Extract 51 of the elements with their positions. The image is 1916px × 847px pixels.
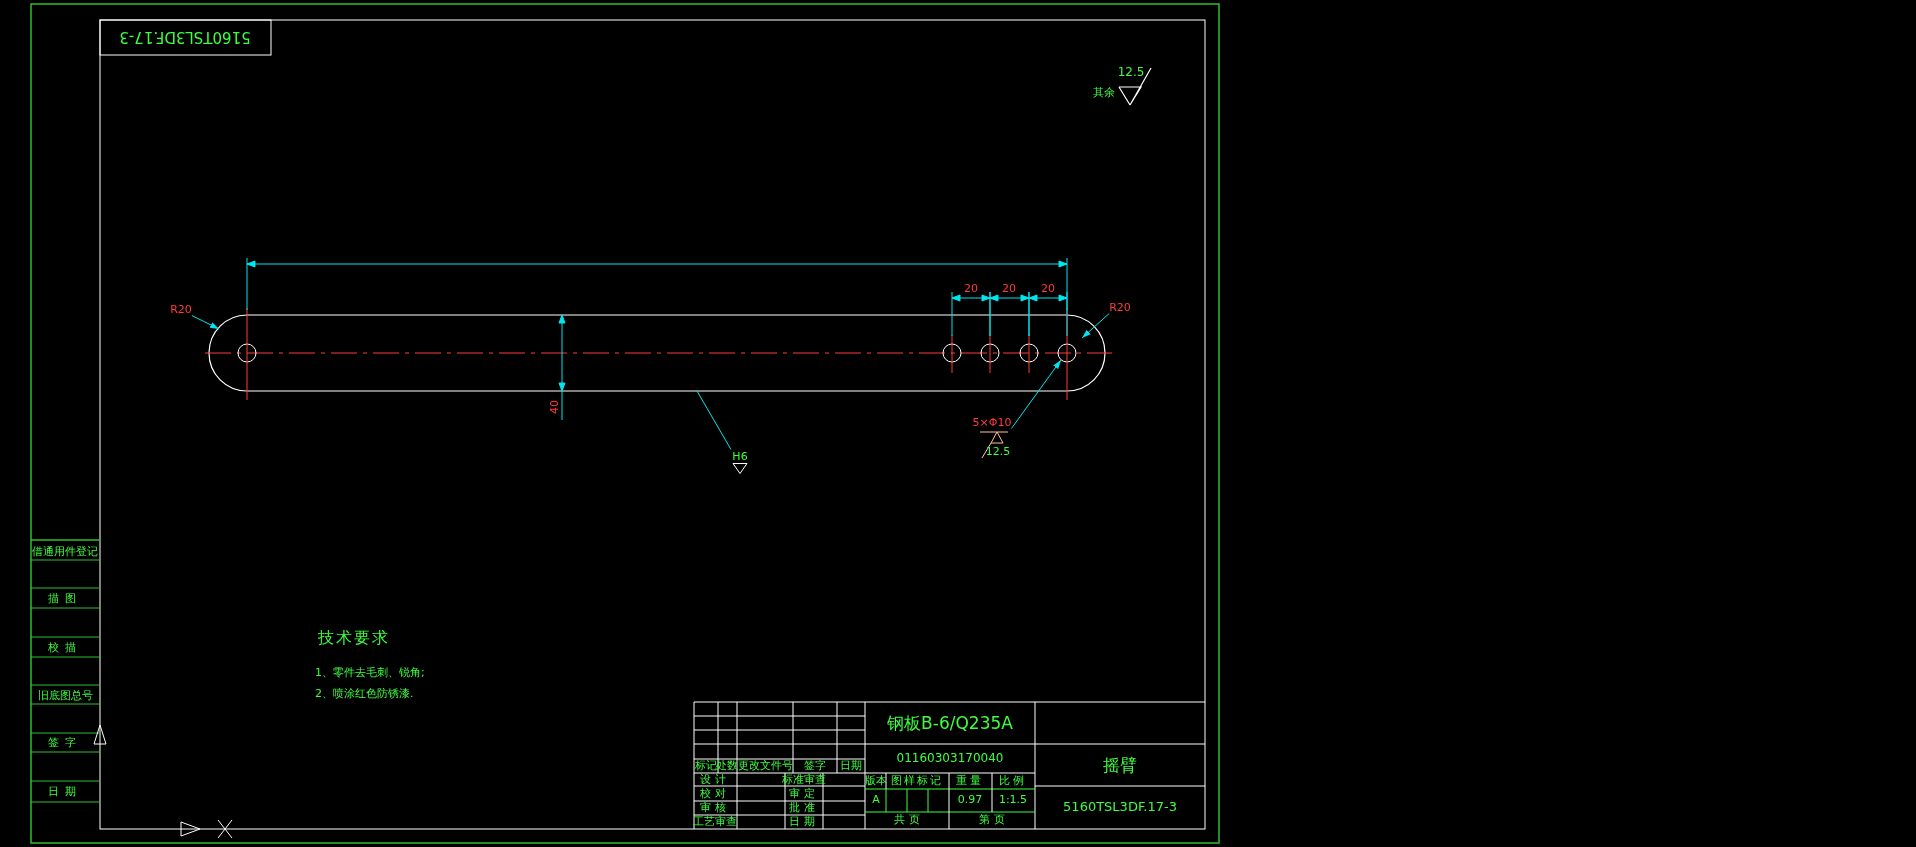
table-text: 重量 xyxy=(956,774,984,788)
material-text: 钢板B-6/Q235A xyxy=(887,713,1013,733)
part-code: 01160303170040 xyxy=(896,752,1004,766)
drawing-number: 5160TSL3DF.17-3 xyxy=(119,28,251,46)
dimension-text: 40 xyxy=(548,400,562,414)
table-text: 第 页 xyxy=(979,813,1005,827)
table-text: 设计 xyxy=(700,773,730,787)
table-text: 校对 xyxy=(700,787,730,801)
callout-text: R20 xyxy=(1109,300,1131,314)
callout-text: 5×Φ10 xyxy=(972,415,1012,429)
leader-line xyxy=(1081,313,1110,339)
table-text: 校描 xyxy=(48,641,82,655)
leader-line xyxy=(696,390,732,450)
roughness-value: 12.5 xyxy=(1117,66,1145,80)
table-text: A xyxy=(872,793,880,807)
table-text: 日期 xyxy=(840,759,862,773)
heading: 技术要求 xyxy=(318,629,390,647)
table-text: 签字 xyxy=(804,759,826,773)
table-text: 1:1.5 xyxy=(998,793,1028,807)
table-text: 批准 xyxy=(789,801,819,815)
table-text: 旧底图总号 xyxy=(37,689,93,703)
table-text: 审核 xyxy=(700,801,730,815)
table-text: 图样标记 xyxy=(891,774,943,788)
note-text: 1、零件去毛刺、锐角; xyxy=(315,666,425,680)
dimension-text: 20 xyxy=(964,282,978,296)
drawing-number: 5160TSL3DF.17-3 xyxy=(1063,799,1177,815)
dimension-text: 20 xyxy=(1041,282,1055,296)
note-text: 2、喷涂红色防锈漆. xyxy=(315,687,414,701)
table-text: 0.97 xyxy=(957,793,983,807)
dimension-text: 20 xyxy=(1002,282,1016,296)
table-text: 处数 xyxy=(716,759,738,773)
table-text: 标准审查 xyxy=(782,773,826,787)
note-text: 其余 xyxy=(1093,86,1115,100)
table-text: 共 页 xyxy=(894,813,920,827)
table-text: 签字 xyxy=(48,736,82,750)
table-text: 更改文件号 xyxy=(737,759,793,773)
table-text: 借通用件登记 xyxy=(32,545,98,559)
leader-line xyxy=(1010,359,1062,429)
table-text: 描图 xyxy=(48,592,82,606)
table-text: 日期 xyxy=(789,815,819,829)
roughness-value: 12.5 xyxy=(985,445,1011,459)
part-name: 摇臂 xyxy=(1103,755,1137,775)
table-text: 工艺审查 xyxy=(693,815,737,829)
tolerance-text: H6 xyxy=(732,449,748,463)
leader-line xyxy=(191,315,220,330)
table-text: 审定 xyxy=(789,787,819,801)
table-text: 标记 xyxy=(695,759,717,773)
table-text: 版本 xyxy=(865,774,887,788)
table-text: 比例 xyxy=(999,774,1027,788)
callout-text: R20 xyxy=(170,302,192,316)
table-text: 日期 xyxy=(48,785,82,799)
